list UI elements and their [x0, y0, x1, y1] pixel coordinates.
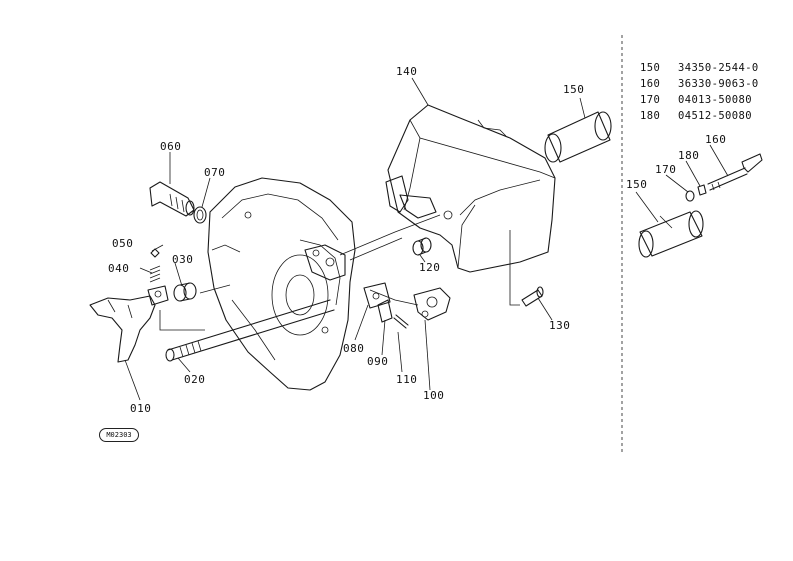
- legend-row: 150 34350-2544-0: [640, 62, 759, 74]
- shift-rod: [165, 299, 335, 362]
- legend-ref: 180: [640, 110, 661, 122]
- legend-part-number: 04512-50080: [678, 110, 752, 122]
- callout-060: 060: [160, 140, 182, 153]
- callout-100: 100: [423, 389, 445, 402]
- legend-ref: 170: [640, 94, 661, 106]
- callout-020: 020: [184, 373, 206, 386]
- legend-part-number: 34350-2544-0: [678, 62, 759, 74]
- callout-150-upper: 150: [563, 83, 585, 96]
- bushing: [173, 282, 197, 302]
- legend-ref: 150: [640, 62, 661, 74]
- legend-ref: 160: [640, 78, 661, 90]
- callout-030: 030: [172, 253, 194, 266]
- lever-block-100: [413, 287, 451, 321]
- callout-150-lower: 150: [626, 178, 648, 191]
- ring-070: [193, 206, 207, 224]
- callout-180: 180: [678, 149, 700, 162]
- callout-170: 170: [655, 163, 677, 176]
- callout-050: 050: [112, 237, 134, 250]
- callout-110: 110: [396, 373, 418, 386]
- legend-row: 180 04512-50080: [640, 110, 752, 122]
- housing: [207, 177, 356, 391]
- plate-080: [363, 282, 391, 309]
- pin-110: [393, 314, 409, 329]
- callout-090: 090: [367, 355, 389, 368]
- legend-row: 160 36330-9063-0: [640, 78, 759, 90]
- drawing-stamp: M02303: [99, 428, 139, 442]
- ball: [150, 248, 160, 258]
- washer-170: [685, 190, 695, 202]
- shift-fork: [89, 285, 169, 363]
- callout-080: 080: [343, 342, 365, 355]
- legend-part-number: 04013-50080: [678, 94, 752, 106]
- spring: [149, 265, 161, 283]
- callout-160: 160: [705, 133, 727, 146]
- lever-060: [149, 181, 195, 217]
- leader-lines: [124, 77, 729, 401]
- callout-140: 140: [396, 65, 418, 78]
- bolt-130: [521, 286, 544, 307]
- nut-180: [697, 184, 707, 196]
- callout-010: 010: [130, 402, 152, 415]
- cover: [385, 104, 556, 273]
- spacer-120: [412, 237, 432, 256]
- callout-130: 130: [549, 319, 571, 332]
- legend-part-number: 36330-9063-0: [678, 78, 759, 90]
- bolt-090: [377, 299, 393, 323]
- callout-070: 070: [204, 166, 226, 179]
- rod-160: [707, 153, 763, 191]
- tube-lower: [638, 210, 704, 258]
- legend-row: 170 04013-50080: [640, 94, 752, 106]
- tube-upper: [544, 111, 612, 163]
- callout-120: 120: [419, 261, 441, 274]
- callout-040: 040: [108, 262, 130, 275]
- assembly-lines: [159, 214, 520, 331]
